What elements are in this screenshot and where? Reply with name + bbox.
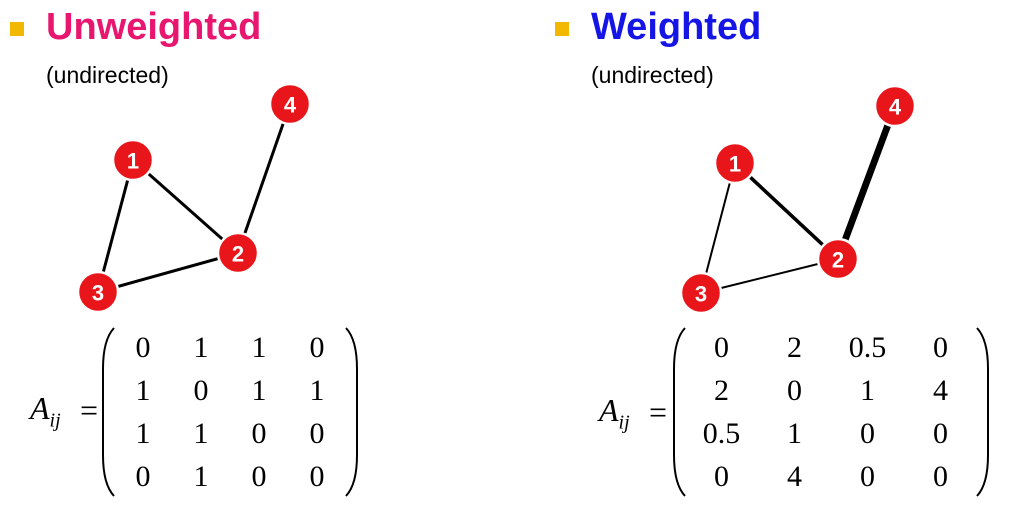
matrix-cell: 0.5 <box>702 416 741 450</box>
matrix-cell: 1 <box>193 330 209 364</box>
node-circle <box>111 138 155 182</box>
matrix-cell: 1 <box>860 373 875 407</box>
edge-1-2 <box>131 158 240 255</box>
unweighted-title: Unweighted <box>46 6 262 48</box>
matrix-cell: 1 <box>787 416 802 450</box>
matrix-cell: 0 <box>933 416 948 450</box>
matrix-cell: 0 <box>251 459 267 493</box>
matrix-cell: 0 <box>860 416 875 450</box>
node-label: 3 <box>695 282 707 307</box>
weighted-adjacency-matrix: 0 2 0.5 0 2 0 1 4 0.5 1 0 0 0 4 0 0 <box>671 326 991 498</box>
unweighted-subtitle: (undirected) <box>46 62 169 88</box>
node-label: 3 <box>92 281 104 306</box>
matrix-cell: 0 <box>714 330 729 364</box>
matrix-cell: 0.5 <box>848 330 887 364</box>
node-2: 2 <box>816 237 860 281</box>
matrix-cell: 4 <box>787 459 802 493</box>
unweighted-panel: Unweighted (undirected) 1 2 3 4 Aij = 0 1 1 0 1… <box>0 0 500 505</box>
node-4: 4 <box>268 82 312 126</box>
node-circle <box>679 271 723 315</box>
matrix-cell: 0 <box>193 373 209 407</box>
edge-1-3 <box>700 162 736 294</box>
matrix-cell: 0 <box>714 459 729 493</box>
matrix-cell: 1 <box>251 330 267 364</box>
node-circle <box>873 84 917 128</box>
matrix-cell: 0 <box>933 330 948 364</box>
matrix-cell: 4 <box>933 373 948 407</box>
adjacency-symbol: Aij <box>30 390 61 432</box>
matrix-cell: 1 <box>193 416 209 450</box>
matrix-cell: 0 <box>309 330 325 364</box>
edge-2-4 <box>834 102 899 263</box>
node-label: 1 <box>127 149 139 174</box>
node-label: 4 <box>889 95 902 120</box>
matrix-cell: 2 <box>714 373 729 407</box>
node-3: 3 <box>76 270 120 314</box>
matrix-cell: 0 <box>860 459 875 493</box>
weighted-title: Weighted <box>591 6 762 48</box>
node-label: 2 <box>832 248 844 273</box>
node-circle <box>216 231 260 275</box>
node-circle <box>268 82 312 126</box>
node-label: 4 <box>284 93 297 118</box>
edge-2-4 <box>236 102 292 255</box>
matrix-cell: 1 <box>135 373 151 407</box>
equals-sign: = <box>649 394 668 430</box>
equals-sign: = <box>80 392 99 428</box>
weighted-graph: 1 2 3 4 <box>679 84 917 315</box>
matrix-cell: 1 <box>309 373 325 407</box>
matrix-cell: 0 <box>251 416 267 450</box>
node-circle <box>76 270 120 314</box>
matrix-cell: 2 <box>787 330 802 364</box>
right-paren <box>345 327 358 497</box>
matrix-cell: 0 <box>135 330 151 364</box>
bullet-square-icon <box>555 22 569 36</box>
unweighted-adjacency-formula: Aij = 0 1 1 0 1 0 1 1 1 1 0 0 0 1 0 0 <box>0 320 500 500</box>
unweighted-graph: 1 2 3 4 <box>76 82 312 314</box>
node-circle <box>713 141 757 185</box>
edge-1-3 <box>96 158 135 294</box>
matrix-cell: 0 <box>135 459 151 493</box>
node-4: 4 <box>873 84 917 128</box>
node-label: 2 <box>232 242 244 267</box>
matrix-cell: 0 <box>309 459 325 493</box>
node-3: 3 <box>679 271 723 315</box>
weighted-panel: Weighted (undirected) 1 2 3 4 Aij = 0 2 0.5 0 2… <box>545 0 1013 505</box>
unweighted-adjacency-matrix: 0 1 1 0 1 0 1 1 1 1 0 0 0 1 0 0 <box>100 326 360 498</box>
matrix-cell: 1 <box>251 373 267 407</box>
adjacency-symbol: Aij <box>599 392 630 434</box>
edge-1-2 <box>733 161 840 261</box>
node-1: 1 <box>713 141 757 185</box>
weighted-subtitle: (undirected) <box>591 62 714 88</box>
node-circle <box>816 237 860 281</box>
node-1: 1 <box>111 138 155 182</box>
right-paren <box>976 327 989 497</box>
matrix-cell: 0 <box>933 459 948 493</box>
edge-2-3 <box>96 251 240 294</box>
bullet-square-icon <box>10 22 24 36</box>
left-paren <box>673 327 686 497</box>
matrix-cell: 1 <box>193 459 209 493</box>
node-2: 2 <box>216 231 260 275</box>
left-paren <box>102 327 115 497</box>
matrix-cell: 0 <box>787 373 802 407</box>
matrix-cell: 0 <box>309 416 325 450</box>
weighted-adjacency-formula: Aij = 0 2 0.5 0 2 0 1 4 0.5 1 0 0 0 4 0 0 <box>545 320 1005 500</box>
matrix-cell: 1 <box>135 416 151 450</box>
edge-2-3 <box>700 258 839 294</box>
node-label: 1 <box>729 152 741 177</box>
